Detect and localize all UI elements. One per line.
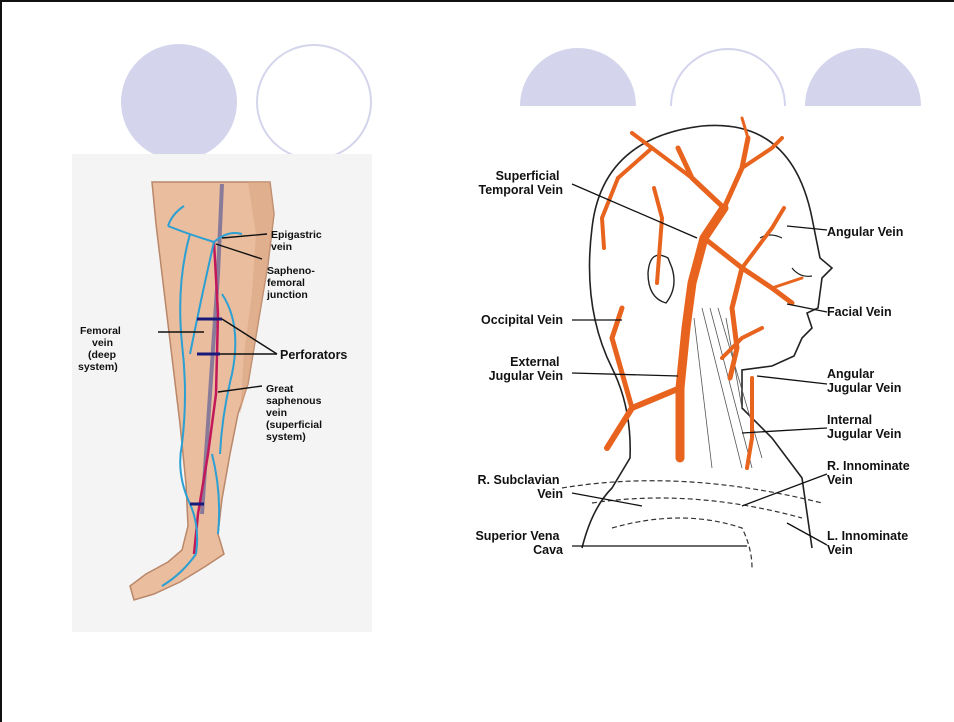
decor-half-circle-filled-right — [805, 48, 921, 106]
superficial-temporal-vein-label: Superficial Temporal Vein — [478, 169, 563, 197]
superior-vena-cava-label: Superior Vena Cava — [475, 529, 564, 557]
leg-silhouette — [130, 182, 274, 600]
decor-circle-filled — [121, 44, 237, 160]
occipital-vein-label: Occipital Vein — [481, 313, 563, 327]
perforators-label: Perforators — [280, 348, 347, 362]
angular-vein-label: Angular Vein — [827, 225, 903, 239]
orange-veins — [602, 118, 802, 468]
leg-vein-diagram: Epigastric vein Sapheno- femoral junctio… — [72, 154, 372, 632]
head-neck-vein-diagram: Superficial Temporal Vein Angular Vein O… — [442, 108, 947, 578]
decor-circle-outline — [256, 44, 372, 160]
back-of-neck — [582, 228, 630, 548]
saphenofemoral-junction-label: Sapheno- femoral junction — [266, 265, 318, 301]
great-saphenous-vein-label: Great saphenous vein (superficial system… — [266, 383, 325, 443]
leg-diagram-svg: Epigastric vein Sapheno- femoral junctio… — [72, 154, 372, 632]
head-outline — [592, 125, 832, 548]
nose-ala — [792, 268, 812, 276]
r-innominate-vein-label: R. Innominate Vein — [827, 459, 913, 487]
ear — [648, 255, 674, 303]
external-jugular-vein-label: External Jugular Vein — [489, 355, 563, 383]
angular-jugular-vein-label: Angular Jugular Vein — [827, 367, 901, 395]
femoral-vein-label: Femoral vein (deep system) — [78, 325, 124, 373]
thorax-dashed-lines — [562, 481, 822, 568]
internal-jugular-vein-label: Internal Jugular Vein — [827, 413, 901, 441]
epigastric-vein-label: Epigastric vein — [271, 229, 325, 253]
facial-vein-label: Facial Vein — [827, 305, 892, 319]
l-innominate-vein-label: L. Innominate Vein — [827, 529, 912, 557]
decor-half-circle-filled — [520, 48, 636, 106]
decor-half-circle-outline — [670, 48, 786, 106]
head-diagram-svg: Superficial Temporal Vein Angular Vein O… — [442, 108, 947, 578]
r-subclavian-vein-label: R. Subclavian Vein — [478, 473, 563, 501]
